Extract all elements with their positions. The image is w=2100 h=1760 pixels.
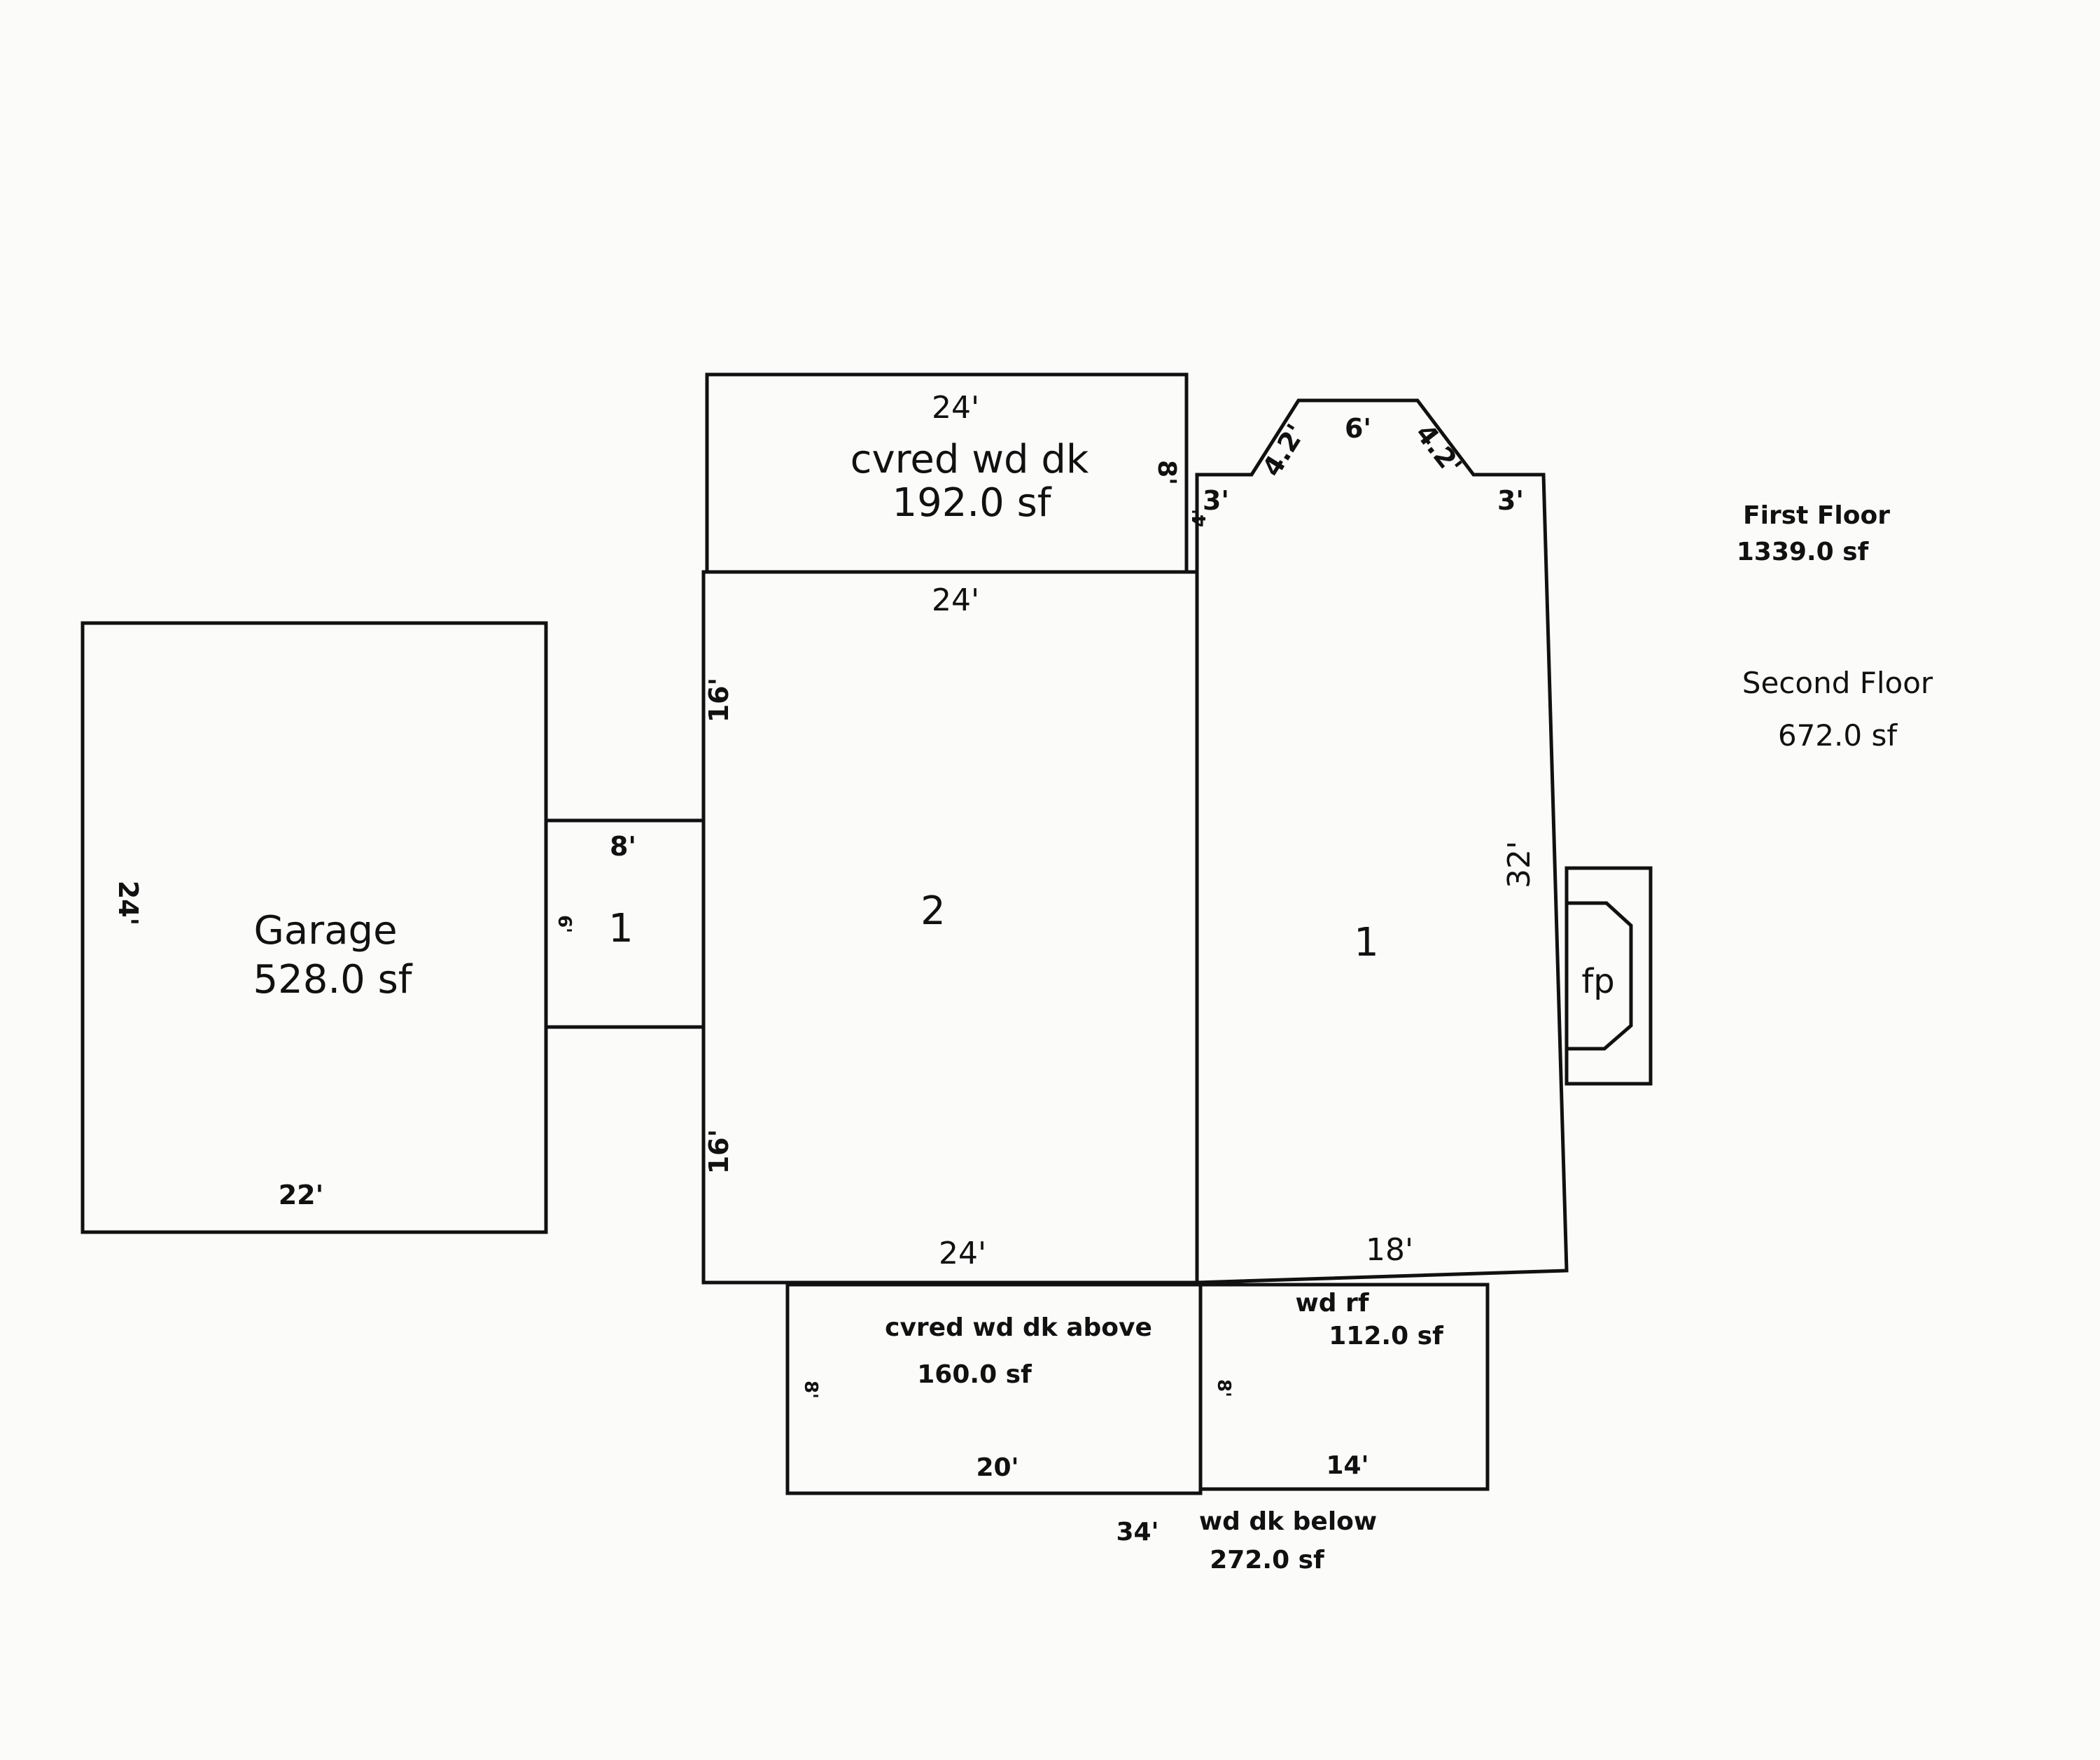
section-1-dim-bottom: 18' — [1366, 1232, 1413, 1268]
section-1-dim-bay-diag-right: 4.2' — [1410, 418, 1468, 480]
lower-deck-left-dim-bottom: 20' — [976, 1453, 1018, 1482]
lower-deck-right-area: 112.0 sf — [1329, 1322, 1443, 1350]
breezeway-dim-top: 8' — [610, 831, 636, 862]
lower-deck-right-outline — [1198, 1283, 1490, 1491]
fireplace-label: fp — [1581, 962, 1614, 1001]
section-1-dim-bay-right: 3' — [1497, 485, 1524, 516]
fireplace-outline — [1564, 866, 1653, 1086]
section-1-dim-bay-left: 3' — [1203, 485, 1229, 516]
deck-below-label: wd dk below — [1199, 1507, 1377, 1536]
covered-deck-top-dim: 24' — [932, 390, 979, 426]
fireplace-hearth — [1568, 901, 1633, 1051]
garage-dim-bottom: 22' — [279, 1180, 324, 1210]
section-1-dim-bay-diag-left: 4.2' — [1256, 419, 1311, 482]
second-floor-label: Second Floor — [1742, 666, 1933, 700]
section-1-dim-bay-top: 6' — [1345, 413, 1371, 444]
section-2-label: 2 — [920, 888, 946, 934]
section-2-dim-left-lower: 16' — [704, 1129, 734, 1175]
section-2-dim-left-upper: 16' — [704, 678, 734, 723]
lower-deck-left-dim-side: 8' — [800, 1381, 821, 1399]
breezeway-label: 1 — [608, 906, 634, 951]
lower-deck-left-label: cvred wd dk above — [885, 1313, 1152, 1342]
lower-deck-right-dim-bottom: 14' — [1326, 1451, 1368, 1480]
section-1-outline — [1195, 398, 1569, 1285]
section-1-label: 1 — [1354, 920, 1379, 965]
garage-area: 528.0 sf — [253, 957, 412, 1003]
first-floor-label: First Floor — [1743, 501, 1890, 530]
first-floor-area: 1339.0 sf — [1737, 538, 1869, 566]
lower-deck-left-area: 160.0 sf — [917, 1360, 1032, 1389]
garage-dim-side: 24' — [113, 881, 144, 926]
section-2-dim-bottom: 24' — [939, 1236, 986, 1271]
second-floor-area: 672.0 sf — [1778, 718, 1898, 753]
section-2-dim-top: 24' — [932, 582, 979, 618]
covered-deck-top-area: 192.0 sf — [892, 480, 1051, 526]
section-1-dim-bay-depth: 4' — [1189, 509, 1210, 527]
lower-deck-right-dim-side: 8' — [1213, 1379, 1234, 1397]
breezeway-dim-side: 6' — [554, 915, 575, 933]
deck-below-dim: 34' — [1116, 1518, 1158, 1546]
garage-label: Garage — [253, 908, 397, 954]
deck-below-area: 272.0 sf — [1210, 1546, 1324, 1574]
section-2-outline — [701, 570, 1199, 1285]
covered-deck-top-dim-side: 8' — [1152, 460, 1181, 485]
section-1-dim-right: 32' — [1502, 841, 1537, 888]
covered-deck-top-label: cvred wd dk — [850, 437, 1089, 482]
lower-deck-right-label: wd rf — [1296, 1289, 1369, 1318]
